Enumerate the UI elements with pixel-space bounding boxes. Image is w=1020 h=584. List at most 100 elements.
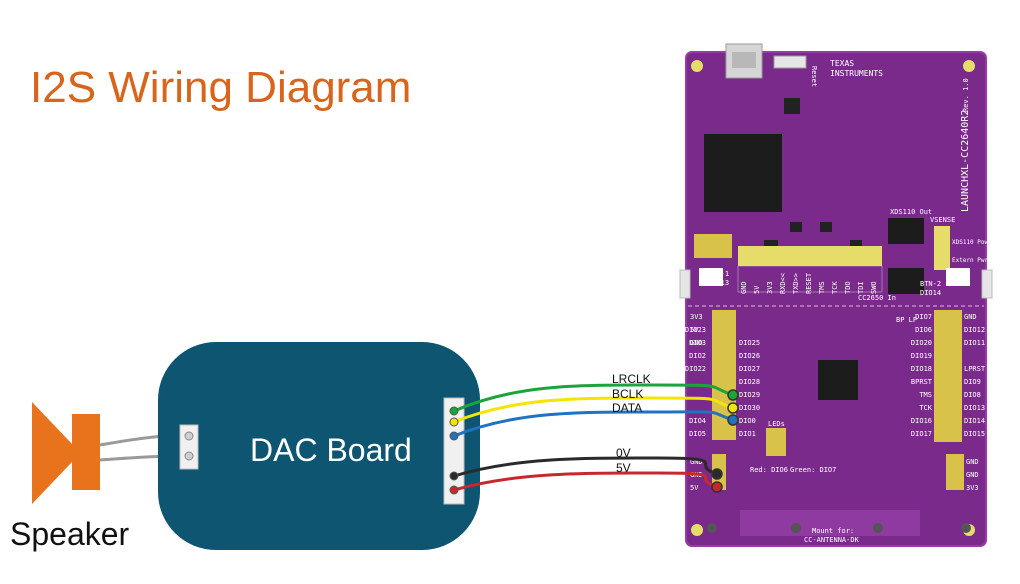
wire-lrclk-dac-end — [449, 406, 459, 416]
page-title: I2S Wiring Diagram — [30, 63, 411, 112]
red-led-label: Red: DIO6 — [750, 466, 788, 474]
wire-0v-dac-end — [449, 471, 459, 481]
reset-label: Reset — [810, 66, 818, 87]
wire-label-lrclk: LRCLK — [612, 372, 651, 386]
right-inner-label-0: DIO7 — [915, 313, 932, 321]
left-inner-label-1: DIO26 — [739, 352, 760, 360]
btn1-line1: BTN-1 — [708, 270, 729, 278]
top-header-label-7: TCK — [831, 281, 839, 294]
left-inner-label-7: DIO1 — [739, 430, 756, 438]
dac-board — [158, 342, 480, 550]
mount-line1: Mount for: — [812, 527, 854, 535]
wire-bclk — [453, 396, 734, 424]
cc2650-in-label: CC2650 In — [858, 294, 896, 302]
right-col-label-5: DIO9 — [964, 378, 981, 386]
leds-label: LEDs — [768, 420, 785, 428]
top-header-label-5: RESET — [805, 272, 813, 294]
right-inner-label-7: TCK — [919, 404, 932, 412]
right-col-label-4: LPRST — [964, 365, 986, 373]
gnd-bottom-right-label-1: GND — [966, 471, 979, 479]
right-inner-label-4: DIO18 — [911, 365, 932, 373]
right-col-label-8: DIO14 — [964, 417, 985, 425]
green-led-label: Green: DIO7 — [790, 466, 836, 474]
left-inner-label-5: DIO30 — [739, 404, 760, 412]
top-header-label-6: TMS — [818, 281, 826, 294]
right-col-label-1: DIO12 — [964, 326, 985, 334]
wire-5v — [453, 471, 718, 492]
pwr-left-label-0: 3V3 — [690, 313, 703, 321]
vsense-label: VSENSE — [930, 216, 955, 224]
ti-brand-line1: TEXAS — [830, 59, 854, 68]
rev-label: Rev. 1.0 — [962, 78, 970, 112]
wire-data-dac-end — [449, 431, 459, 441]
top-header-label-10: SWO — [870, 281, 878, 294]
wire-label-0v: 0V — [616, 446, 631, 460]
ti-brand-line2: INSTRUMENTS — [830, 69, 883, 78]
right-col-label-0: GND — [964, 313, 977, 321]
left-col-label-8: DIO5 — [689, 430, 706, 438]
wire-bclk-board-end — [727, 402, 739, 414]
btn2-line1: BTN-2 — [920, 280, 941, 288]
top-header-label-9: TDI — [857, 281, 865, 294]
left-col-label-0: DIO23 — [685, 326, 706, 334]
wire-5v-board-end — [711, 481, 723, 493]
left-inner-label-4: DIO29 — [739, 391, 760, 399]
top-header-label-4: TXD>> — [792, 273, 800, 294]
wire-0v-board-end — [711, 468, 723, 480]
speaker-label: Speaker — [10, 516, 130, 552]
wire-lrclk-board-end — [727, 389, 739, 401]
wire-5v-dac-end — [449, 485, 459, 495]
board-labels: TEXAS INSTRUMENTS Reset LAUNCHXL-CC2640R… — [708, 59, 996, 544]
speaker-icon — [32, 402, 100, 504]
launchpad-board — [679, 43, 993, 547]
i2s-connector — [443, 397, 465, 505]
wire-label-bclk: BCLK — [612, 387, 643, 401]
gnd-bottom-right-label-0: GND — [966, 458, 979, 466]
xds-out-label: XDS110 Out — [890, 208, 932, 216]
right-inner-label-6: TMS — [919, 391, 932, 399]
mount-line2: CC-ANTENNA-DK — [804, 536, 860, 544]
bp-lp-label: BP LP — [896, 316, 917, 324]
xds-power-label: XDS110 Power — [952, 239, 996, 246]
top-header-label-8: TDO — [844, 281, 852, 294]
model-label: LAUNCHXL-CC2640R2 — [960, 110, 971, 212]
extern-pwr-label: Extern Pwr — [952, 257, 989, 264]
gnd-bottom-left-label-0: GND — [690, 458, 703, 466]
right-inner-label-1: DIO6 — [915, 326, 932, 334]
wire-label-5v: 5V — [616, 461, 631, 475]
right-col-label-7: DIO13 — [964, 404, 985, 412]
right-inner-label-9: DIO17 — [911, 430, 932, 438]
btn1-line2: DIO13 — [708, 279, 729, 287]
dac-board-label: DAC Board — [250, 432, 412, 468]
right-col-label-2: DIO11 — [964, 339, 985, 347]
right-col-label-9: DIO15 — [964, 430, 985, 438]
right-inner-label-2: DIO20 — [911, 339, 932, 347]
left-inner-label-6: DIO0 — [739, 417, 756, 425]
gnd-bottom-left-label-2: 5V — [690, 484, 699, 492]
gnd-bottom-right-label-2: 3V3 — [966, 484, 979, 492]
left-col-label-3: DIO22 — [685, 365, 706, 373]
wire-data — [453, 410, 734, 438]
top-header-label-3: RXD<< — [779, 273, 787, 294]
left-col-label-2: DIO2 — [689, 352, 706, 360]
left-inner-label-0: DIO25 — [739, 339, 760, 347]
left-inner-label-3: DIO28 — [739, 378, 760, 386]
wire-label-data: DATA — [612, 401, 642, 415]
top-header-label-2: 3V3 — [766, 281, 774, 294]
left-col-label-1: DIO3 — [689, 339, 706, 347]
wire-lrclk — [453, 383, 734, 413]
right-inner-label-8: DIO16 — [911, 417, 932, 425]
left-inner-label-2: DIO27 — [739, 365, 760, 373]
left-col-label-7: DIO4 — [689, 417, 706, 425]
pwr-left-label-1: 5V — [690, 326, 699, 334]
wire-0v — [453, 456, 718, 478]
top-header-label-1: 5V — [753, 285, 761, 294]
wire-bclk-dac-end — [449, 417, 459, 427]
right-col-label-6: DIO8 — [964, 391, 981, 399]
right-inner-label-5: BPRST — [911, 378, 933, 386]
wire-data-board-end — [727, 414, 739, 426]
right-inner-label-3: DIO19 — [911, 352, 932, 360]
pwr-left-label-2: GND — [690, 339, 703, 347]
